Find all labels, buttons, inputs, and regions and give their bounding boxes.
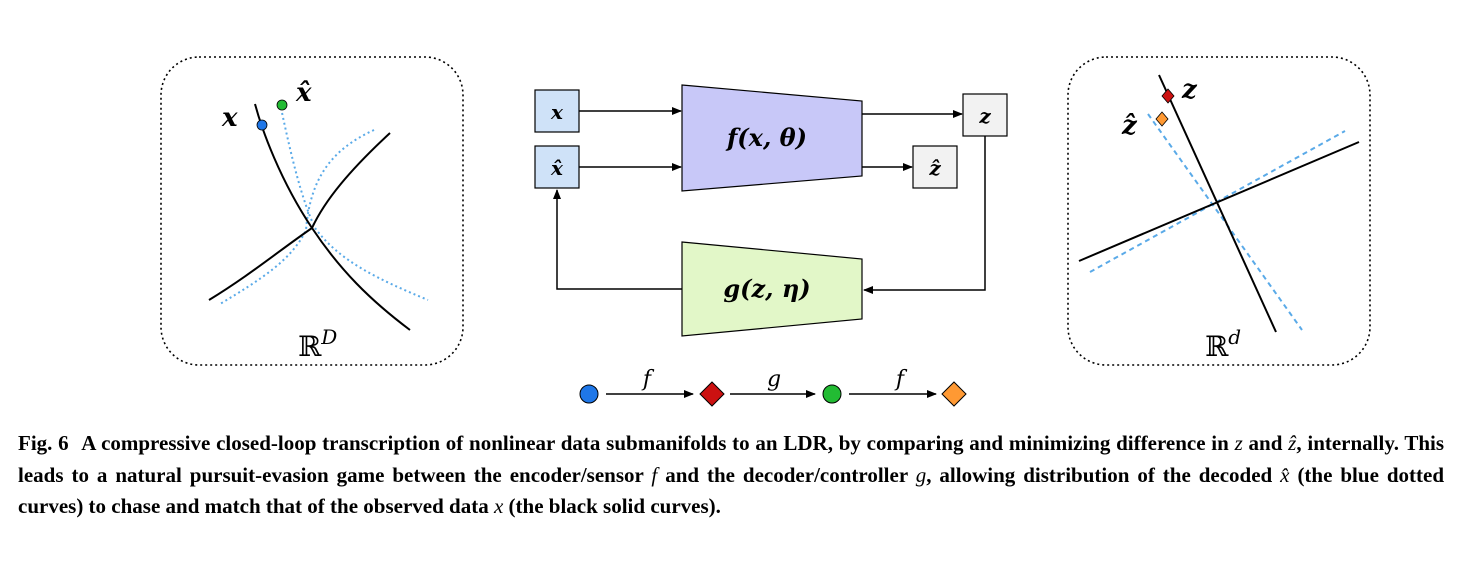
input-x-label: x bbox=[550, 100, 564, 124]
caption-text: , internally. This leads to a natural pu… bbox=[18, 431, 1445, 487]
z-marker bbox=[1161, 88, 1175, 104]
input-xhat-box bbox=[534, 145, 580, 189]
right-panel-border bbox=[1067, 56, 1371, 366]
caption-math-f: f bbox=[651, 462, 658, 487]
arrow-z-to-decoder bbox=[863, 136, 986, 294]
arrow-decoder-to-xhat bbox=[553, 189, 682, 290]
caption-text: and bbox=[1242, 431, 1289, 455]
encoder-block bbox=[681, 84, 863, 192]
space-label-RD: ℝD bbox=[298, 325, 337, 363]
space-label-Rd: ℝd bbox=[1205, 325, 1241, 363]
mapping-legend: f g f bbox=[579, 367, 967, 407]
zhat-label: ẑ bbox=[1121, 111, 1138, 141]
figure-diagram: x x̂ ℝD x x̂ f(x, θ) z ẑ g(z, η) f g bbox=[160, 56, 1371, 407]
decoder-block bbox=[681, 241, 863, 337]
left-manifold-panel: x x̂ ℝD bbox=[160, 56, 464, 366]
decoded-point-marker bbox=[276, 99, 288, 111]
output-zhat-box bbox=[912, 145, 958, 189]
caption-text: A compressive closed-loop transcription … bbox=[81, 431, 1235, 455]
left-panel-border bbox=[160, 56, 464, 366]
output-zhat-label: ẑ bbox=[928, 156, 941, 180]
data-curve-2 bbox=[208, 132, 391, 301]
legend-decoded-circle bbox=[822, 384, 842, 404]
input-xhat-label: x̂ bbox=[550, 156, 564, 180]
caption-math-zhat: ẑ bbox=[1288, 431, 1297, 455]
input-x-box bbox=[534, 89, 580, 133]
caption-label: Fig. 6 bbox=[18, 431, 69, 455]
data-line-1 bbox=[1158, 74, 1277, 333]
caption-text: , allowing distribution of the decoded bbox=[926, 462, 1281, 487]
legend-g-label: g bbox=[767, 367, 781, 392]
figure-caption: Fig. 6 A compressive closed-loop transcr… bbox=[18, 428, 1444, 523]
caption-math-z: z bbox=[1234, 431, 1243, 455]
caption-text: (the black solid curves). bbox=[503, 494, 721, 518]
encoder-label: f(x, θ) bbox=[725, 123, 807, 152]
legend-data-circle bbox=[579, 384, 599, 404]
xhat-label: x̂ bbox=[295, 78, 312, 108]
legend-z-diamond bbox=[699, 381, 725, 407]
output-z-box bbox=[962, 93, 1008, 137]
x-label: x bbox=[221, 103, 238, 133]
data-point-marker bbox=[256, 119, 268, 131]
decoder-label: g(z, η) bbox=[723, 274, 810, 303]
caption-text: and the decoder/controller bbox=[657, 462, 916, 487]
legend-f2-label: f bbox=[894, 367, 908, 392]
data-line-2 bbox=[1078, 141, 1360, 262]
caption-text: (the blue dotted curves) to chase and ma… bbox=[18, 462, 1444, 519]
caption-math-x: x bbox=[493, 494, 504, 518]
closed-loop-diagram: x x̂ f(x, θ) z ẑ g(z, η) bbox=[534, 84, 1008, 337]
decoded-curve-2 bbox=[219, 129, 375, 305]
z-label: z bbox=[1181, 75, 1198, 105]
legend-zhat-diamond bbox=[941, 381, 967, 407]
zhat-marker bbox=[1155, 111, 1169, 127]
output-z-label: z bbox=[978, 104, 991, 128]
right-feature-panel: z ẑ ℝd bbox=[1067, 56, 1371, 366]
caption-math-g: g bbox=[915, 462, 927, 487]
decoded-curve-1 bbox=[280, 107, 429, 301]
data-curve-1 bbox=[254, 103, 411, 331]
legend-f1-label: f bbox=[641, 367, 655, 392]
caption-math-xhat: x̂ bbox=[1280, 462, 1290, 487]
